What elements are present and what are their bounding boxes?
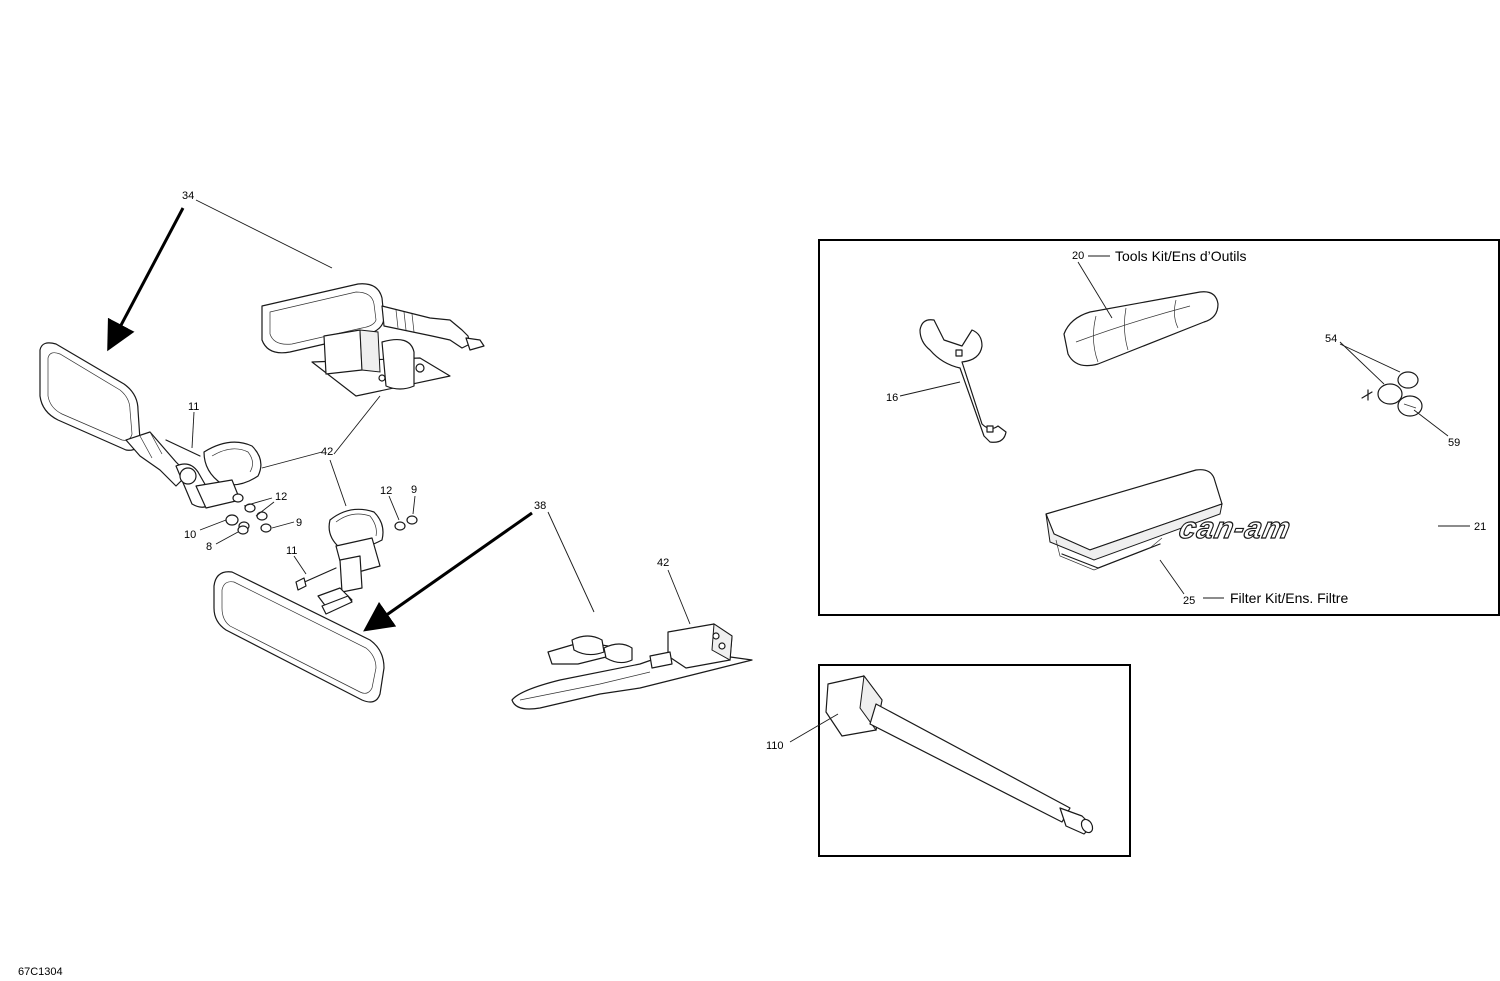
figure-code: 67C1304 bbox=[18, 966, 63, 978]
callout-12-left: 12 bbox=[275, 491, 287, 503]
callout-25: 25 bbox=[1183, 595, 1195, 607]
callout-11-upper: 11 bbox=[188, 401, 199, 413]
tools-kit-label: Tools Kit/Ens d’Outils bbox=[1115, 248, 1247, 264]
leader-lines-kit bbox=[899, 255, 1470, 599]
callout-9-right: 9 bbox=[411, 484, 417, 496]
brand-logo: can-am bbox=[1176, 512, 1294, 545]
brand-decal: can-am bbox=[1176, 512, 1295, 546]
rear-mirror-bracket bbox=[511, 623, 753, 710]
callout-110: 110 bbox=[766, 740, 784, 752]
ignition-keys bbox=[1361, 371, 1423, 417]
callout-12-right: 12 bbox=[380, 485, 392, 497]
callout-21: 21 bbox=[1474, 521, 1486, 533]
direction-arrows bbox=[107, 207, 533, 632]
callout-42-lower: 42 bbox=[657, 557, 669, 569]
spanner-wrench bbox=[919, 319, 1007, 443]
leader-lines-left bbox=[191, 199, 691, 625]
callout-59: 59 bbox=[1448, 437, 1460, 449]
special-tool-box bbox=[818, 664, 1131, 857]
air-filter bbox=[1045, 469, 1223, 571]
accessory-kit-box bbox=[818, 239, 1500, 616]
filter-kit-label: Filter Kit/Ens. Filtre bbox=[1230, 590, 1348, 606]
callout-20: 20 bbox=[1072, 250, 1084, 262]
callout-10: 10 bbox=[184, 529, 196, 541]
callout-38: 38 bbox=[534, 500, 546, 512]
side-mirror-lower bbox=[39, 342, 262, 509]
special-tool-shaft bbox=[825, 674, 1094, 835]
rear-view-mirror bbox=[213, 571, 385, 703]
callout-42-upper: 42 bbox=[321, 446, 333, 458]
callout-16: 16 bbox=[886, 392, 898, 404]
callout-11-lower: 11 bbox=[286, 545, 297, 557]
callout-8: 8 bbox=[206, 541, 212, 553]
callout-34: 34 bbox=[182, 190, 194, 202]
side-mirror-upper bbox=[261, 283, 485, 397]
fastener-hardware bbox=[225, 493, 418, 535]
leader-line-110 bbox=[789, 713, 839, 743]
mirror-clamp bbox=[295, 508, 384, 593]
callout-9-left: 9 bbox=[296, 517, 302, 529]
callout-54: 54 bbox=[1325, 333, 1337, 345]
tool-pouch bbox=[1063, 291, 1219, 367]
